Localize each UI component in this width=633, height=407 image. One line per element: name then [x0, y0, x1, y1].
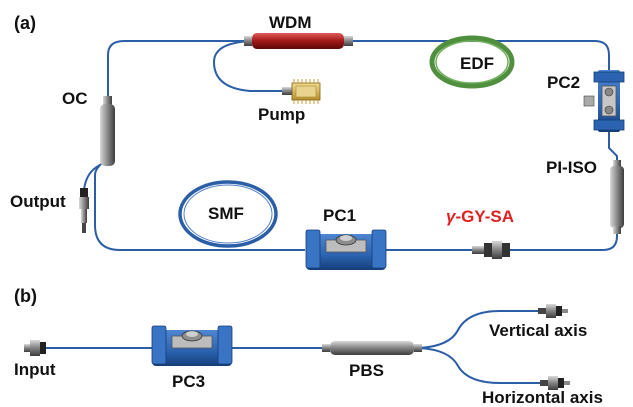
sa-label: γ-GY-SA — [446, 208, 514, 225]
pc1-controller — [305, 229, 387, 270]
output-label: Output — [10, 192, 66, 211]
sa-connector — [472, 241, 510, 259]
ring-fiber-top — [345, 40, 610, 70]
input-connector — [24, 340, 46, 356]
sa-label-rest: -GY-SA — [455, 207, 515, 226]
ring-fiber-bottom-left — [94, 161, 305, 251]
input-label: Input — [14, 360, 56, 379]
vertical-axis-connector — [538, 304, 568, 318]
pi-iso-label: PI-ISO — [546, 158, 598, 177]
pbs-label: PBS — [349, 361, 384, 380]
oc-label: OC — [62, 89, 88, 108]
edf-coil — [429, 35, 515, 89]
vertical-branch-fiber — [419, 310, 538, 349]
pc3-label: PC3 — [172, 372, 206, 391]
panel-a-tag: (a) — [14, 13, 36, 33]
edf-label: EDF — [460, 54, 494, 73]
pc1-label: PC1 — [323, 206, 357, 225]
pump-laser — [282, 79, 321, 104]
pump-fiber — [212, 40, 283, 92]
panel-b-tag: (b) — [14, 286, 37, 306]
pi-iso — [610, 160, 624, 234]
output-connector — [79, 188, 89, 233]
pbs-component — [322, 341, 422, 355]
horizontal-branch-fiber — [419, 347, 540, 384]
oc-coupler — [100, 96, 115, 166]
pc2-label: PC2 — [547, 73, 581, 92]
horizontal-axis-label: Horizontal axis — [482, 388, 603, 407]
wdm-component — [244, 33, 353, 49]
pc2-controller — [583, 70, 625, 132]
wdm-label: WDM — [269, 13, 312, 32]
smf-label: SMF — [208, 204, 244, 223]
smf-coil — [178, 180, 278, 248]
horizontal-axis-connector — [540, 376, 570, 390]
sa-label-prefix: γ — [446, 207, 456, 226]
pump-label: Pump — [258, 105, 306, 124]
ring-fiber-bottom-right — [510, 232, 618, 251]
vertical-axis-label: Vertical axis — [489, 321, 588, 340]
pc3-controller — [151, 325, 233, 366]
ring-fiber — [107, 40, 250, 96]
output-branch-fiber — [83, 164, 101, 191]
